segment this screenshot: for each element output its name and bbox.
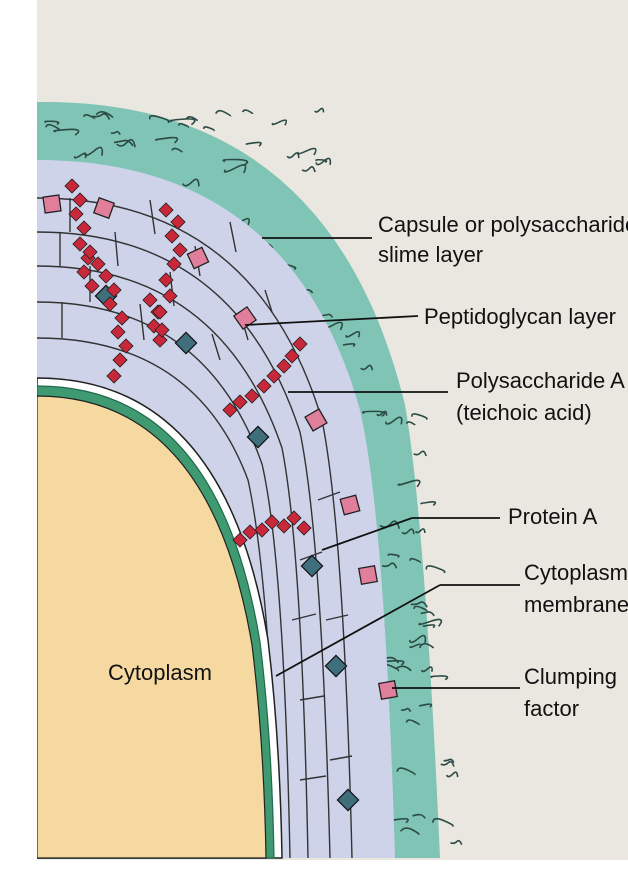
clumping-factor-square	[43, 195, 61, 213]
clumping-factor-square	[359, 566, 378, 585]
label-cytoplasmic-line2: membrane	[524, 592, 628, 617]
label-peptidoglycan: Peptidoglycan layer	[424, 304, 616, 329]
label-clumping-line2: factor	[524, 696, 579, 721]
label-clumping-line1: Clumping	[524, 664, 617, 689]
clumping-factor-square	[340, 495, 360, 515]
label-cytoplasmic-line1: Cytoplasmic	[524, 560, 628, 585]
label-polysaccharide-a-line2: (teichoic acid)	[456, 400, 592, 425]
clumping-factor-square	[379, 681, 398, 700]
label-polysaccharide-a-line1: Polysaccharide A	[456, 368, 625, 393]
label-capsule-line2: slime layer	[378, 242, 483, 267]
label-capsule-line1: Capsule or polysaccharide	[378, 212, 628, 237]
label-protein-a: Protein A	[508, 504, 598, 529]
label-cytoplasm: Cytoplasm	[108, 660, 212, 685]
